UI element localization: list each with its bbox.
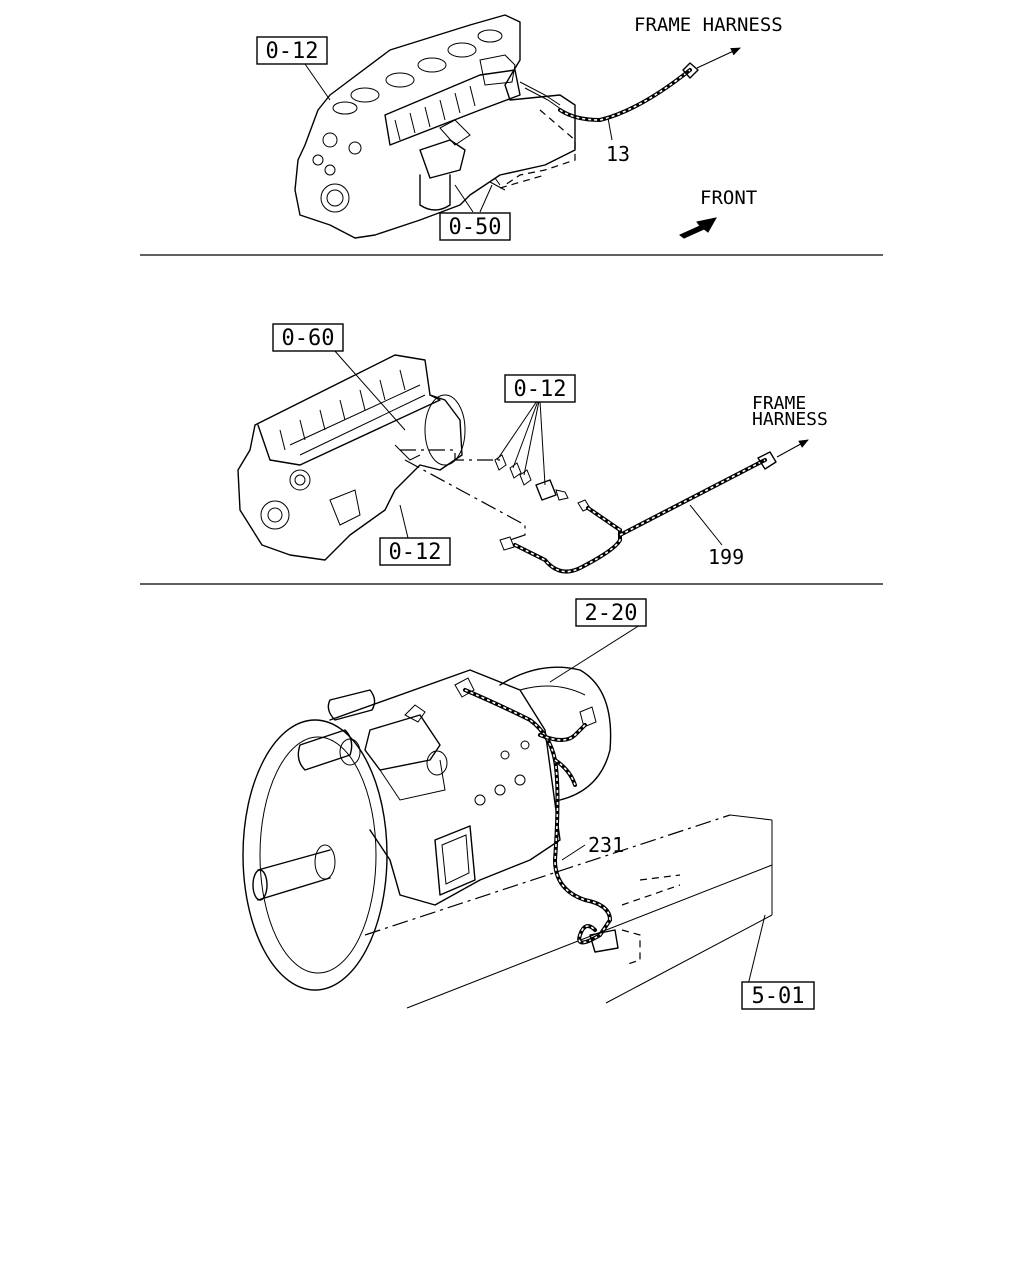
- transmission-illustration: [242, 624, 641, 991]
- ref-frame: 5-01: [752, 984, 805, 1009]
- ref-top: 0-60: [282, 326, 335, 351]
- part-number-13: 13: [606, 142, 630, 166]
- engine-block-illustration: [294, 14, 576, 239]
- engine-illustration: [237, 354, 466, 561]
- front-arrow-icon: [679, 217, 717, 239]
- section-2-engine-harness: 0-60 0-12 0-12 199 FRAME HARNESS: [237, 323, 828, 574]
- ref-sensor: 0-50: [449, 215, 502, 240]
- section-3-transmission-harness: 2-20 5-01 231: [242, 598, 815, 1010]
- ref-engine: 0-12: [389, 540, 442, 565]
- sensor-connectors: [494, 454, 591, 551]
- label-frame: FRAME: [752, 393, 806, 414]
- label-harness: HARNESS: [752, 409, 828, 430]
- ref-transmission: 2-20: [585, 601, 638, 626]
- frame-rail-illustration: [364, 814, 773, 1009]
- label-frame-harness: FRAME HARNESS: [634, 14, 783, 36]
- label-front: FRONT: [700, 187, 757, 209]
- ref-engine-block: 0-12: [266, 39, 319, 64]
- part-number-231: 231: [588, 833, 624, 857]
- ref-connectors: 0-12: [514, 377, 567, 402]
- part-number-199: 199: [708, 545, 744, 569]
- section-1-engine-harness: 0-12 0-50 13 FRAME HARNESS FRONT: [256, 14, 783, 241]
